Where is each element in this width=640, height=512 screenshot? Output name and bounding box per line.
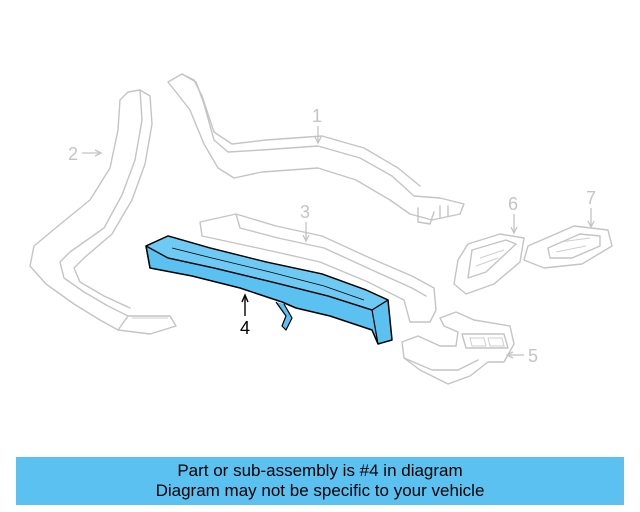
banner-line-1: Part or sub-assembly is #4 in diagram [177, 461, 463, 480]
svg-text:1: 1 [312, 106, 322, 126]
info-banner: Part or sub-assembly is #4 in diagram Di… [16, 457, 624, 505]
svg-text:3: 3 [300, 202, 310, 222]
callout-2: 2 [68, 144, 103, 164]
part-5-outlet [401, 311, 515, 385]
part-4-duct-highlighted [145, 235, 393, 345]
parts-diagram: 1 2 3 4 5 6 7 [29, 73, 613, 385]
svg-text:6: 6 [508, 194, 518, 214]
svg-text:2: 2 [68, 144, 78, 164]
callout-6: 6 [508, 194, 518, 235]
part-7-vent [523, 225, 613, 269]
part-1-duct [167, 73, 465, 225]
callout-4[interactable]: 4 [240, 293, 250, 338]
callout-3: 3 [300, 202, 310, 243]
banner-line-2: Diagram may not be specific to your vehi… [155, 481, 485, 500]
svg-text:7: 7 [586, 188, 596, 208]
svg-text:4: 4 [240, 318, 250, 338]
callout-7: 7 [586, 188, 596, 229]
part-2-duct [29, 89, 177, 335]
part-6-vent [453, 233, 525, 295]
part-3-duct [199, 213, 437, 323]
svg-text:5: 5 [528, 346, 538, 366]
callout-1: 1 [312, 106, 322, 145]
callout-5: 5 [505, 346, 538, 366]
